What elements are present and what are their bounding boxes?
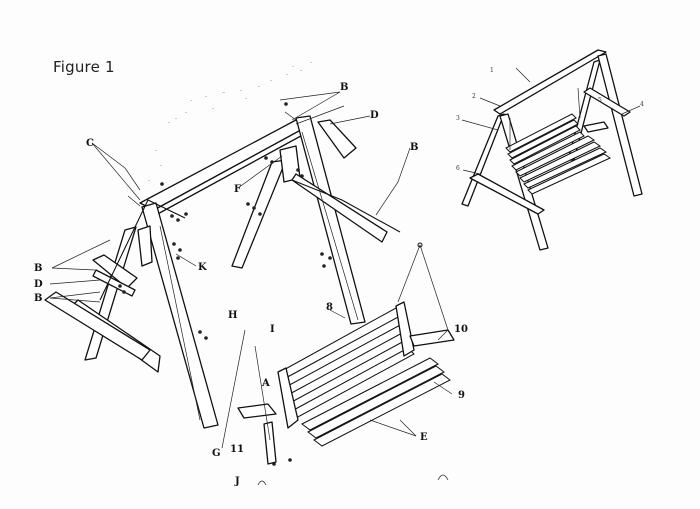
left-front-leg — [141, 202, 219, 429]
callout-a: A — [261, 378, 270, 389]
armrest-left — [237, 403, 277, 419]
scan-noise — [148, 62, 312, 181]
callout-e: E — [420, 432, 428, 443]
inset-label-4: 4 — [640, 101, 644, 108]
callout-10: 10 — [454, 324, 468, 335]
swing-chains — [221, 242, 449, 449]
inset-label-6: 6 — [456, 165, 460, 172]
inset-label-2: 2 — [472, 93, 476, 100]
callout-d-left: D — [34, 279, 43, 290]
callout-g: G — [212, 448, 221, 459]
callout-k: K — [198, 262, 207, 273]
right-front-leg — [295, 115, 366, 325]
callout-b-right: B — [410, 142, 418, 153]
inset-label-1: 1 — [490, 67, 494, 74]
callout-f: F — [234, 184, 241, 195]
callout-b-top: B — [340, 82, 348, 93]
callout-b-left: B — [34, 263, 42, 274]
inset-label-5: 5 — [598, 97, 602, 104]
inset-armrest — [583, 121, 609, 133]
inset-top-beam — [493, 49, 607, 115]
inset-right-cross — [583, 87, 631, 117]
callout-d-top: D — [370, 110, 379, 121]
scan-mark — [257, 480, 267, 486]
left-cross-member-top — [44, 291, 151, 361]
right-gusset-d — [317, 119, 357, 159]
left-brace-plate — [137, 225, 153, 267]
armrest-right — [409, 329, 455, 347]
inset-right-front-leg — [597, 53, 643, 197]
inset-left-cross — [469, 173, 545, 215]
seat-left-side — [277, 367, 299, 429]
seat-right-side — [395, 301, 415, 357]
callout-h: H — [228, 310, 237, 321]
callout-9: 9 — [458, 390, 465, 401]
swing-seat — [237, 301, 455, 465]
inset-left-rear-leg — [461, 113, 505, 207]
callout-8: 8 — [326, 302, 333, 313]
callout-c: C — [86, 138, 94, 149]
right-brace-outline — [291, 179, 401, 233]
left-gusset-d-top — [92, 269, 136, 297]
leader-lines — [49, 91, 453, 437]
scan-mark — [437, 474, 449, 481]
arm-post — [263, 421, 277, 465]
callout-i: I — [270, 324, 275, 335]
callout-11: 11 — [230, 444, 244, 455]
left-gusset-d — [92, 254, 138, 289]
right-cross-member — [291, 173, 388, 243]
figure-title: Figure 1 — [53, 58, 115, 76]
left-brace-outline — [99, 199, 186, 301]
callout-b-left-lower: B — [34, 293, 42, 304]
callout-j: J — [234, 476, 240, 487]
frame-bolts — [118, 102, 332, 466]
inset-label-3: 3 — [456, 115, 460, 122]
assembled-view-inset — [461, 49, 643, 251]
